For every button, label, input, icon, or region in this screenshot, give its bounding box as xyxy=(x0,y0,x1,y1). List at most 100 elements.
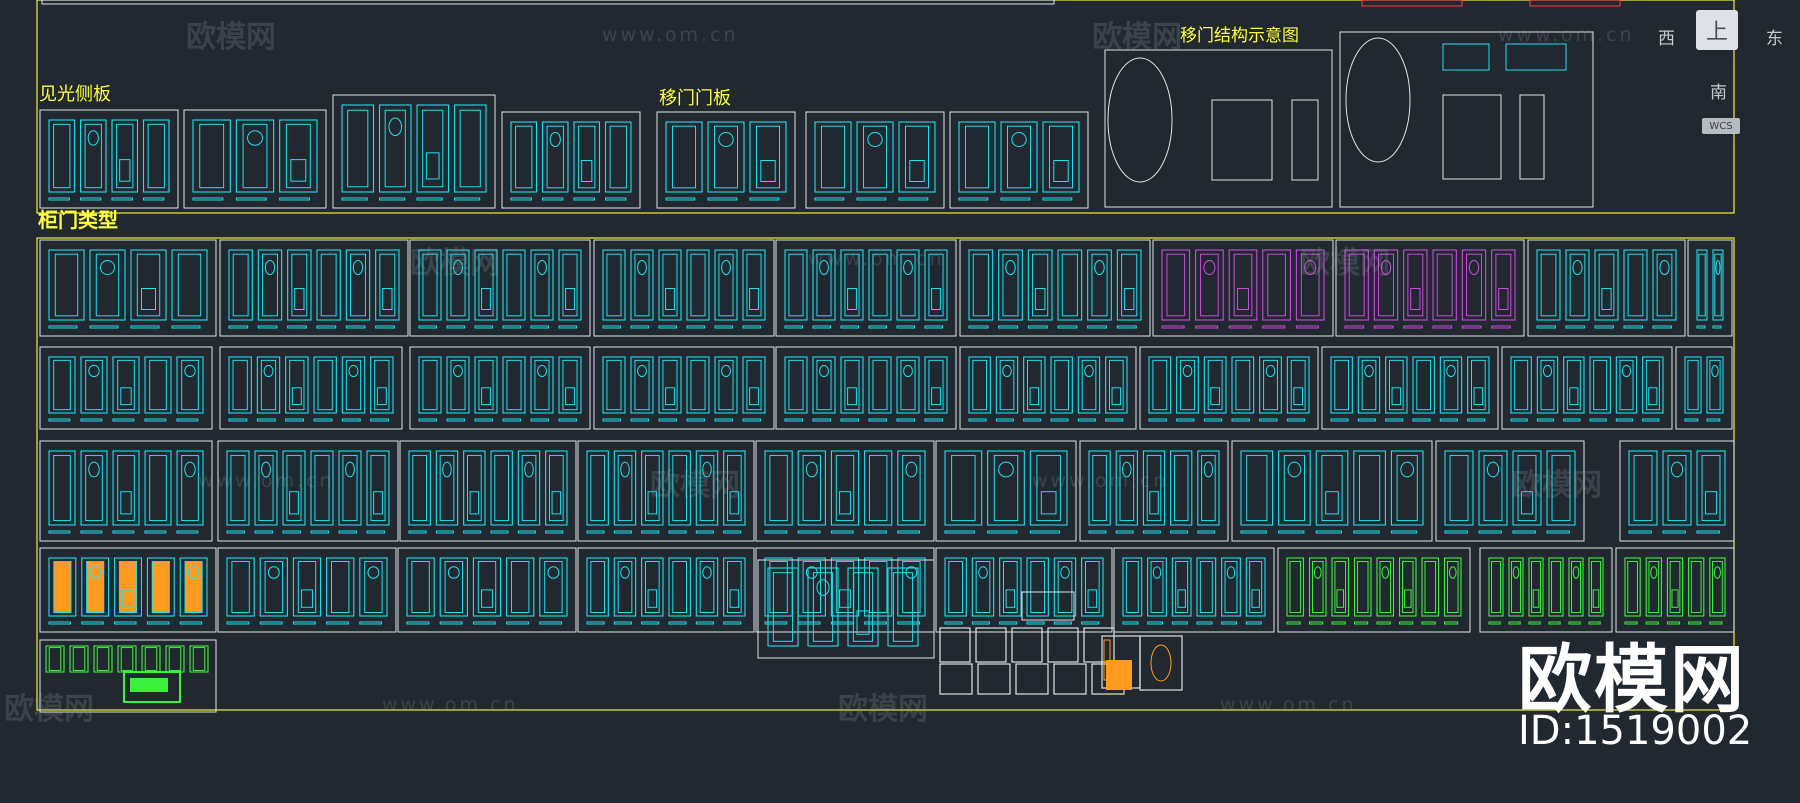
door-panel xyxy=(85,454,103,522)
door-outline xyxy=(418,249,442,321)
door-caption xyxy=(1259,418,1278,422)
structure-oval xyxy=(1107,57,1173,183)
door-caption xyxy=(228,418,248,422)
door-caption xyxy=(944,530,975,534)
door-panel xyxy=(900,359,916,411)
door-outline xyxy=(868,356,892,414)
door-caption xyxy=(668,530,687,534)
door-caption xyxy=(1467,418,1486,422)
door-outline xyxy=(868,249,892,321)
sheet-border xyxy=(959,239,1151,337)
door-outline xyxy=(1478,450,1508,526)
door-panel xyxy=(1436,253,1453,317)
door-caption xyxy=(1176,418,1195,422)
door-panel xyxy=(1249,560,1263,614)
door-outline xyxy=(1308,557,1327,617)
door-panel xyxy=(116,123,134,189)
door-panel xyxy=(1709,359,1721,411)
wcs-menu-button[interactable]: WCS xyxy=(1702,118,1740,134)
door-outline xyxy=(1029,450,1068,526)
viewcube-east[interactable]: 东 xyxy=(1766,29,1783,49)
door-outline xyxy=(292,557,322,617)
door-outline xyxy=(924,249,948,321)
door-outline xyxy=(1240,450,1274,526)
door-caption xyxy=(310,530,330,534)
door-outline xyxy=(506,557,535,617)
door-panel xyxy=(86,560,105,614)
door-panel xyxy=(1517,454,1537,522)
door-outline xyxy=(510,121,538,193)
brand-id: ID:1519002 xyxy=(1518,708,1753,754)
door-panel xyxy=(645,560,660,614)
door-outline xyxy=(856,121,894,193)
door-panel xyxy=(549,454,564,522)
door-caption xyxy=(668,621,687,625)
door-panel xyxy=(345,359,362,411)
door-outline xyxy=(784,356,808,414)
sheet-border xyxy=(1231,440,1433,542)
door-caption xyxy=(665,197,696,201)
door-panel xyxy=(872,359,888,411)
door-panel xyxy=(1593,359,1608,411)
door-caption xyxy=(435,530,454,534)
door-caption xyxy=(784,325,804,329)
door-caption xyxy=(968,418,987,422)
door-outline xyxy=(1403,249,1428,321)
viewcube[interactable]: 西 上 东 南 WCS xyxy=(1654,0,1800,140)
door-caption xyxy=(749,197,780,201)
viewcube-south[interactable]: 南 xyxy=(1710,83,1727,103)
door-caption xyxy=(446,418,466,422)
door-panel xyxy=(317,359,333,411)
sheet-border xyxy=(1139,346,1319,430)
door-caption xyxy=(146,621,170,625)
door-oval xyxy=(637,364,647,378)
door-caption xyxy=(1412,418,1431,422)
door-outline xyxy=(545,450,568,526)
door-panel xyxy=(95,253,120,317)
viewcube-west[interactable]: 西 xyxy=(1658,29,1675,49)
door-oval xyxy=(537,364,547,378)
door-outline xyxy=(1050,356,1073,414)
door-panel xyxy=(1633,454,1653,522)
door-panel xyxy=(1356,560,1369,614)
door-caption xyxy=(1594,325,1614,329)
door-oval xyxy=(1713,566,1721,579)
door-oval xyxy=(903,260,913,275)
door-panel xyxy=(1200,253,1219,317)
door-panel xyxy=(746,253,762,317)
door-panel xyxy=(118,560,138,614)
door-outline xyxy=(228,249,253,321)
door-oval xyxy=(819,260,829,275)
door-caption xyxy=(695,530,714,534)
door-outline xyxy=(79,119,107,193)
sheet-border xyxy=(755,440,935,542)
door-panel xyxy=(1057,560,1073,614)
door-outline xyxy=(326,557,355,617)
door-caption xyxy=(1568,621,1581,625)
door-caption xyxy=(573,197,595,201)
door-inset xyxy=(1671,589,1679,608)
door-outline xyxy=(1642,356,1664,414)
door-inset xyxy=(481,387,491,406)
door-outline xyxy=(418,356,442,414)
sheet-border xyxy=(935,440,1077,542)
door-caption xyxy=(1536,325,1556,329)
door-panel xyxy=(478,359,494,411)
door-panel xyxy=(1712,560,1723,614)
door-oval xyxy=(1203,461,1214,478)
door-outline xyxy=(897,557,926,617)
door-panel xyxy=(1598,253,1615,317)
sheet-border xyxy=(949,111,1089,209)
viewcube-top-face[interactable]: 上 xyxy=(1696,10,1738,50)
sheet-border xyxy=(39,639,217,713)
door-panel xyxy=(347,109,369,188)
door-caption xyxy=(1399,621,1414,625)
door-panel xyxy=(617,454,633,522)
door-outline xyxy=(1528,557,1544,617)
door-outline xyxy=(1589,356,1611,414)
structure-oval xyxy=(1345,37,1411,163)
door-outline xyxy=(474,356,498,414)
door-oval xyxy=(1381,566,1390,579)
door-outline xyxy=(1439,356,1463,414)
